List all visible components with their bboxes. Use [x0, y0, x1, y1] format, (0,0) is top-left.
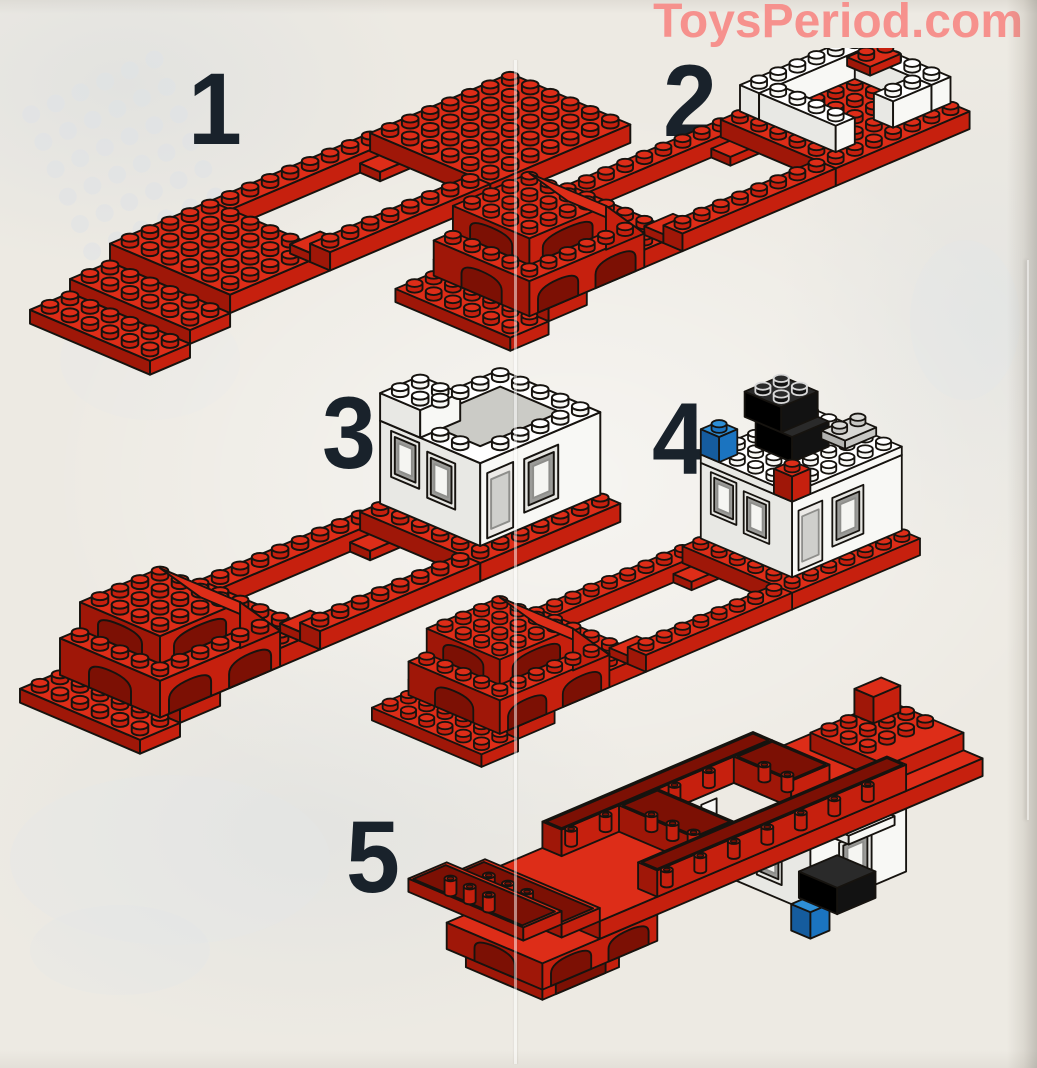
step-1-number: 1	[188, 52, 242, 166]
step-4-number: 4	[652, 382, 706, 496]
step-1-illustration	[25, 38, 665, 388]
step-5-number: 5	[346, 800, 400, 914]
step-4-illustration	[352, 372, 1032, 782]
step-3-illustration	[12, 365, 668, 765]
step-5-illustration	[395, 638, 1037, 1068]
step-2-illustration	[388, 33, 1037, 385]
step-3-number: 3	[322, 376, 376, 490]
watermark-text: ToysPeriod.com	[653, 0, 1023, 48]
